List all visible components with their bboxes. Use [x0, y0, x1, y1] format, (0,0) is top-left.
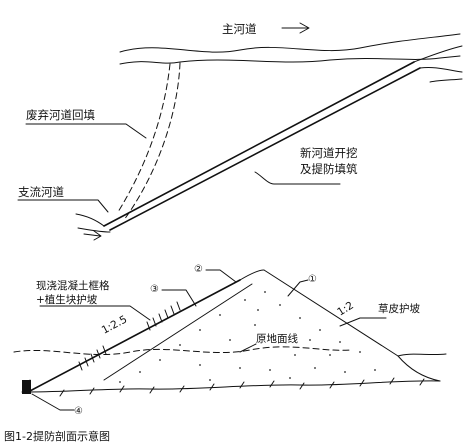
- grid-hatch-lower: [78, 345, 107, 371]
- main-river-bank-upper: [119, 33, 461, 53]
- label-slope-right: 1:2: [335, 299, 356, 318]
- channel-far-bank: [429, 78, 463, 83]
- label-grass-protection: 草皮护坡: [378, 302, 420, 315]
- leader-marker-2: [205, 269, 237, 283]
- label-grid-protection-1: 现浇混凝土框格: [36, 279, 110, 292]
- figure-caption: 图1-2提防剖面示意图: [4, 430, 110, 443]
- abandoned-channel-dash-1: [117, 63, 171, 213]
- leader-marker-4: [31, 393, 75, 411]
- main-river-bank-lower: [119, 55, 461, 65]
- new-channel-bank-1: [103, 61, 415, 227]
- levee-right-slope: [263, 269, 399, 357]
- grid-hatch-upper: [146, 301, 181, 331]
- toe-block: [22, 380, 31, 394]
- new-channel-bank-2: [109, 67, 421, 231]
- leader-ground-line: [239, 343, 257, 353]
- marker-2: ②: [194, 264, 203, 275]
- cross-section: [13, 269, 447, 411]
- marker-4: ④: [74, 406, 83, 417]
- tributary-bank-2: [77, 227, 111, 233]
- fill-dots: [119, 291, 376, 383]
- original-ground-line: [13, 346, 351, 355]
- grass-hatch: [59, 377, 425, 397]
- tributary-arrow: [83, 230, 102, 241]
- tributary-bank-1: [75, 213, 105, 227]
- plan-view: [17, 22, 463, 241]
- label-abandoned-fill: 废弃河道回填: [26, 108, 95, 122]
- right-ground-line: [397, 353, 447, 357]
- leader-grass: [339, 317, 387, 327]
- leader-new-channel: [254, 171, 341, 185]
- levee-left-slope: [27, 279, 241, 393]
- leader-grid-protection: [39, 305, 151, 321]
- main-river-arrow: [281, 22, 310, 34]
- foundation-line: [29, 380, 441, 393]
- label-main-river: 主河道: [222, 22, 257, 36]
- label-grid-protection-2: +植生块护坡: [36, 293, 98, 306]
- leader-marker-1: [287, 279, 309, 297]
- leader-tributary: [17, 199, 109, 213]
- leader-abandoned: [25, 123, 147, 139]
- marker-3: ③: [150, 284, 159, 295]
- marker-1: ①: [308, 274, 317, 285]
- levee-left-slope-inner: [103, 283, 253, 381]
- label-new-channel-2: 及提防填筑: [300, 162, 358, 176]
- levee-crest: [239, 269, 265, 281]
- leader-marker-3: [161, 289, 197, 307]
- right-ground-slope: [397, 355, 441, 382]
- label-slope-left: 1:2.5: [100, 313, 129, 336]
- label-original-ground: 原地面线: [256, 332, 298, 345]
- label-new-channel-1: 新河道开挖: [300, 146, 358, 160]
- new-channel-outlet: [413, 45, 463, 73]
- label-tributary: 支流河道: [18, 185, 64, 199]
